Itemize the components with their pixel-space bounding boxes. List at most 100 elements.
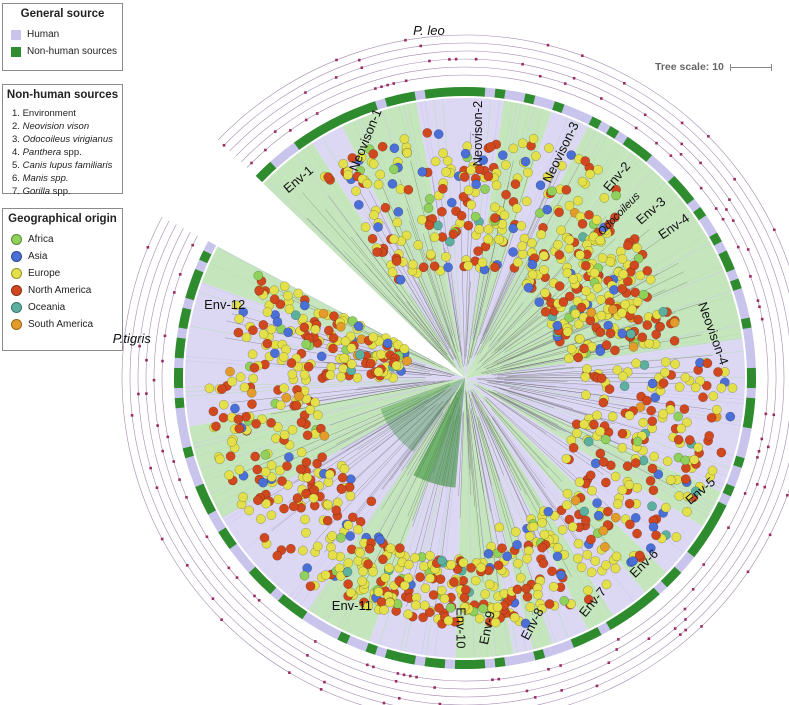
tip-point: [424, 194, 435, 204]
host-mark: [560, 689, 563, 692]
host-mark: [315, 112, 319, 115]
tip-point: [343, 170, 353, 180]
tip-point: [346, 343, 357, 353]
tip-point: [368, 149, 379, 159]
branch: [479, 220, 519, 336]
clade-label: Env-11: [332, 598, 372, 613]
tip-point: [401, 230, 412, 241]
tip-point: [235, 372, 246, 382]
tip-point: [585, 169, 595, 179]
tip-point: [429, 261, 440, 272]
tip-point: [576, 302, 587, 313]
internal-clade-wedge: [413, 378, 465, 488]
tip-point: [572, 428, 582, 439]
source-ring-segment: [270, 154, 284, 169]
host-mark: [743, 492, 747, 495]
tip-point: [226, 437, 237, 447]
tip-point: [635, 270, 646, 281]
tip-point: [254, 285, 265, 296]
host-mark: [178, 273, 182, 276]
tip-point: [325, 370, 336, 380]
tip-point: [682, 491, 693, 502]
tip-point: [593, 510, 604, 521]
branch: [468, 409, 486, 566]
tip-point: [346, 359, 357, 369]
host-mark: [306, 654, 309, 657]
branch: [476, 164, 580, 356]
tip-point: [512, 539, 522, 550]
clade-sector: [465, 378, 588, 645]
tip-point: [552, 542, 563, 553]
tip-point: [322, 515, 333, 526]
tip-point: [471, 179, 482, 190]
tip-point: [367, 233, 378, 244]
tip-point: [521, 583, 532, 594]
leaf-stripe: [499, 397, 709, 517]
branch: [458, 412, 464, 496]
tip-point: [548, 581, 559, 592]
tip-point: [655, 321, 666, 332]
tip-point: [238, 492, 249, 502]
tip-point: [422, 128, 433, 138]
tip-point: [291, 400, 302, 411]
tip-point: [564, 235, 575, 245]
tip-point: [343, 558, 354, 568]
source-ring-segment: [704, 519, 718, 533]
internal-clade-wedge: [380, 378, 465, 452]
tip-point: [570, 495, 581, 506]
tip-point: [258, 477, 268, 488]
tip-point: [394, 543, 405, 553]
source-ring-segment: [726, 474, 739, 488]
tip-point: [665, 404, 676, 415]
branch: [381, 406, 444, 490]
host-mark: [755, 483, 759, 486]
tip-point: [423, 203, 434, 213]
tip-point: [562, 268, 573, 278]
tip-point: [552, 551, 563, 562]
host-mark: [684, 618, 687, 621]
tip-point: [287, 369, 298, 380]
leaf-stripe: [480, 120, 576, 342]
source-ring-segment: [698, 215, 712, 229]
tip-point: [494, 234, 505, 245]
tip-point: [634, 550, 645, 561]
tip-point: [275, 400, 286, 411]
host-mark: [334, 76, 338, 79]
tip-point: [598, 525, 609, 536]
tip-point: [480, 589, 491, 600]
tip-point: [355, 350, 365, 360]
source-ring-segment: [687, 543, 701, 558]
host-ring: [153, 66, 777, 690]
host-mark: [433, 686, 436, 689]
tip-point: [647, 378, 658, 389]
branch: [340, 399, 428, 451]
source-ring-segment: [374, 646, 388, 658]
tip-point: [528, 521, 539, 532]
source-ring-segment: [614, 131, 628, 145]
source-ring-segment: [248, 566, 263, 581]
tip-point: [443, 615, 454, 626]
tip-point: [501, 189, 511, 200]
host-mark: [138, 344, 141, 348]
tip-point: [473, 246, 483, 256]
tip-point: [366, 496, 377, 507]
tip-point: [617, 328, 628, 339]
tip-point: [484, 579, 495, 590]
tip-point: [269, 285, 279, 296]
source-ring-segment: [176, 327, 188, 339]
tip-point: [366, 358, 376, 369]
branch: [506, 399, 596, 447]
host-mark: [264, 148, 267, 152]
leaf-stripe: [484, 134, 604, 344]
tip-point: [211, 421, 221, 432]
tip-point: [582, 549, 593, 560]
tip-point: [331, 505, 342, 516]
tip-point: [377, 141, 388, 152]
source-ring-segment: [736, 446, 748, 459]
tip-point: [294, 391, 304, 402]
source-ring-segment: [513, 653, 526, 665]
tip-point: [497, 543, 507, 554]
tip-point: [266, 460, 277, 471]
tip-point: [543, 506, 554, 517]
